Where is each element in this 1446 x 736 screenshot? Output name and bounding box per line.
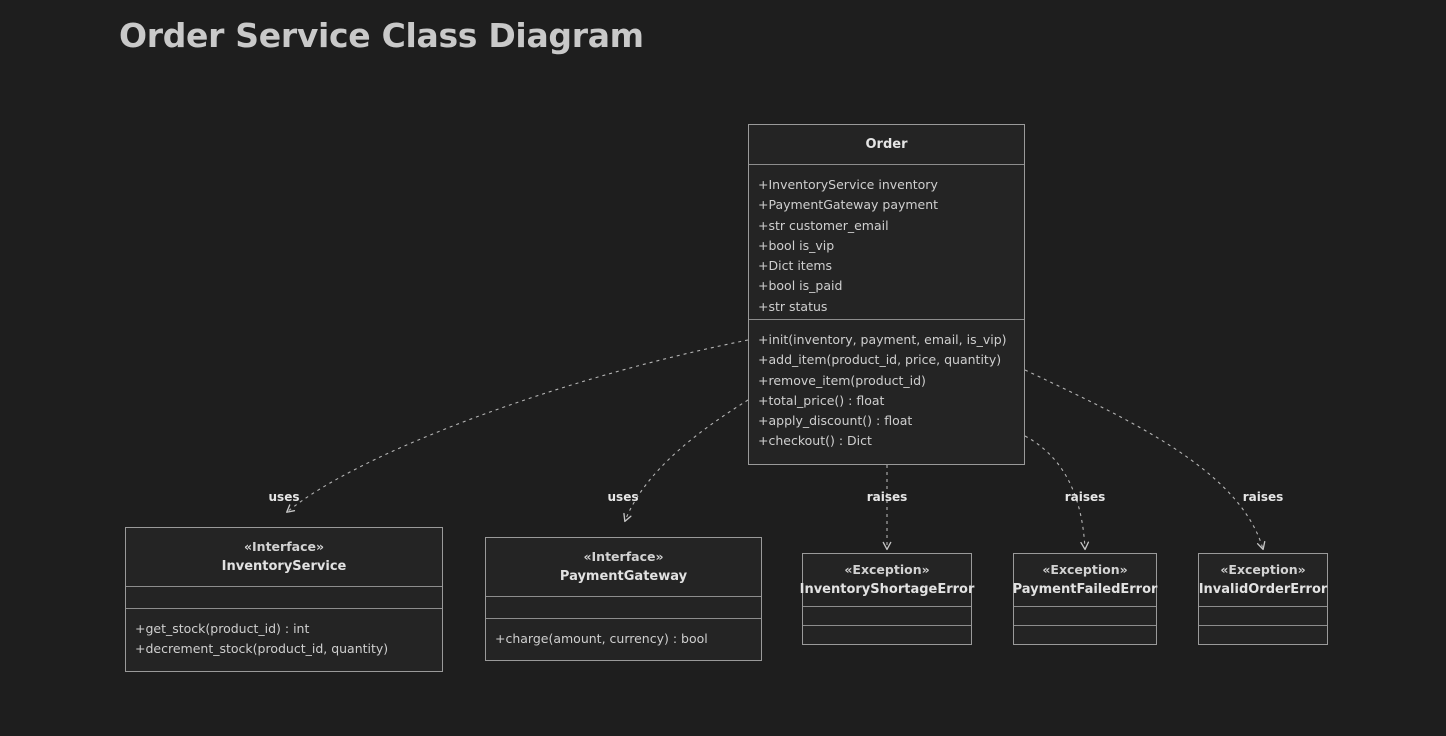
method-row: +checkout() : Dict bbox=[758, 433, 872, 449]
class-name-inventoryservice: InventoryService bbox=[221, 558, 347, 574]
edge-label-uses-paymentgateway: uses bbox=[607, 490, 639, 504]
edge-order-uses-paymentgateway bbox=[623, 399, 749, 523]
class-header-paymentfailederror: «Exception» PaymentFailedError bbox=[1012, 554, 1158, 606]
attribute-row: +bool is_vip bbox=[758, 237, 835, 253]
class-name-inventoryshortageerror: InventoryShortageError bbox=[799, 581, 975, 597]
class-name-order: Order bbox=[865, 137, 908, 152]
class-header-inventoryservice: «Interface» InventoryService bbox=[126, 528, 442, 586]
class-attributes-paymentgateway bbox=[486, 596, 761, 618]
class-box-paymentgateway[interactable]: «Interface» PaymentGateway +charge(amoun… bbox=[485, 537, 762, 661]
class-stereotype-invalidordererror: «Exception» bbox=[1220, 562, 1306, 578]
class-attributes-inventoryservice bbox=[126, 586, 442, 608]
class-methods-inventoryservice: +get_stock(product_id) : int +decrement_… bbox=[126, 608, 442, 671]
attribute-row: +Dict items bbox=[758, 258, 833, 274]
class-methods-order: +init(inventory, payment, email, is_vip)… bbox=[749, 319, 1024, 464]
edge-order-uses-inventoryservice bbox=[286, 339, 749, 513]
class-box-paymentfailederror[interactable]: «Exception» PaymentFailedError bbox=[1013, 553, 1157, 645]
method-row: +add_item(product_id, price, quantity) bbox=[758, 352, 1002, 368]
class-box-invalidordererror[interactable]: «Exception» InvalidOrderError bbox=[1198, 553, 1328, 645]
method-row: +init(inventory, payment, email, is_vip) bbox=[758, 332, 1007, 347]
class-methods-invalidordererror bbox=[1199, 625, 1327, 644]
class-box-inventoryservice[interactable]: «Interface» InventoryService +get_stock(… bbox=[125, 527, 443, 672]
class-attributes-invalidordererror bbox=[1199, 606, 1327, 625]
class-name-invalidordererror: InvalidOrderError bbox=[1198, 581, 1328, 597]
attribute-row: +str customer_email bbox=[758, 217, 889, 233]
class-stereotype-inventoryshortageerror: «Exception» bbox=[844, 562, 930, 578]
attribute-row: +InventoryService inventory bbox=[758, 177, 938, 192]
method-row: +total_price() : float bbox=[758, 392, 885, 408]
edge-label-raises-paymentfailederror: raises bbox=[1064, 490, 1106, 504]
edge-label-raises-inventoryshortageerror: raises bbox=[866, 490, 908, 504]
class-header-order: Order bbox=[749, 125, 1024, 164]
class-name-paymentfailederror: PaymentFailedError bbox=[1012, 581, 1158, 597]
class-header-inventoryshortageerror: «Exception» InventoryShortageError bbox=[800, 554, 975, 606]
class-attributes-inventoryshortageerror bbox=[803, 606, 971, 625]
attribute-row: +bool is_paid bbox=[758, 278, 843, 294]
method-row: +get_stock(product_id) : int bbox=[135, 621, 310, 636]
method-row: +decrement_stock(product_id, quantity) bbox=[135, 641, 389, 657]
class-attributes-order: +InventoryService inventory +PaymentGate… bbox=[749, 164, 1024, 319]
class-stereotype-inventoryservice: «Interface» bbox=[243, 539, 325, 555]
attribute-row: +str status bbox=[758, 298, 828, 314]
edge-label-raises-invalidordererror: raises bbox=[1242, 490, 1284, 504]
method-row: +remove_item(product_id) bbox=[758, 372, 926, 388]
class-methods-paymentfailederror bbox=[1014, 625, 1156, 644]
page-title: Order Service Class Diagram bbox=[119, 16, 644, 55]
method-row: +apply_discount() : float bbox=[758, 413, 913, 429]
edge-order-raises-invalidordererror bbox=[1024, 369, 1266, 551]
class-methods-paymentgateway: +charge(amount, currency) : bool bbox=[486, 618, 761, 660]
method-row: +charge(amount, currency) : bool bbox=[495, 631, 708, 646]
class-header-paymentgateway: «Interface» PaymentGateway bbox=[486, 538, 761, 596]
attribute-row: +PaymentGateway payment bbox=[758, 197, 939, 213]
class-stereotype-paymentfailederror: «Exception» bbox=[1042, 562, 1128, 578]
class-box-inventoryshortageerror[interactable]: «Exception» InventoryShortageError bbox=[800, 553, 975, 645]
class-name-paymentgateway: PaymentGateway bbox=[559, 568, 688, 584]
class-stereotype-paymentgateway: «Interface» bbox=[583, 549, 664, 565]
class-attributes-paymentfailederror bbox=[1014, 606, 1156, 625]
class-methods-inventoryshortageerror bbox=[803, 625, 971, 644]
edge-label-uses-inventoryservice: uses bbox=[268, 490, 300, 504]
class-box-order[interactable]: Order +InventoryService inventory +Payme… bbox=[748, 124, 1025, 465]
class-header-invalidordererror: «Exception» InvalidOrderError bbox=[1198, 554, 1328, 606]
